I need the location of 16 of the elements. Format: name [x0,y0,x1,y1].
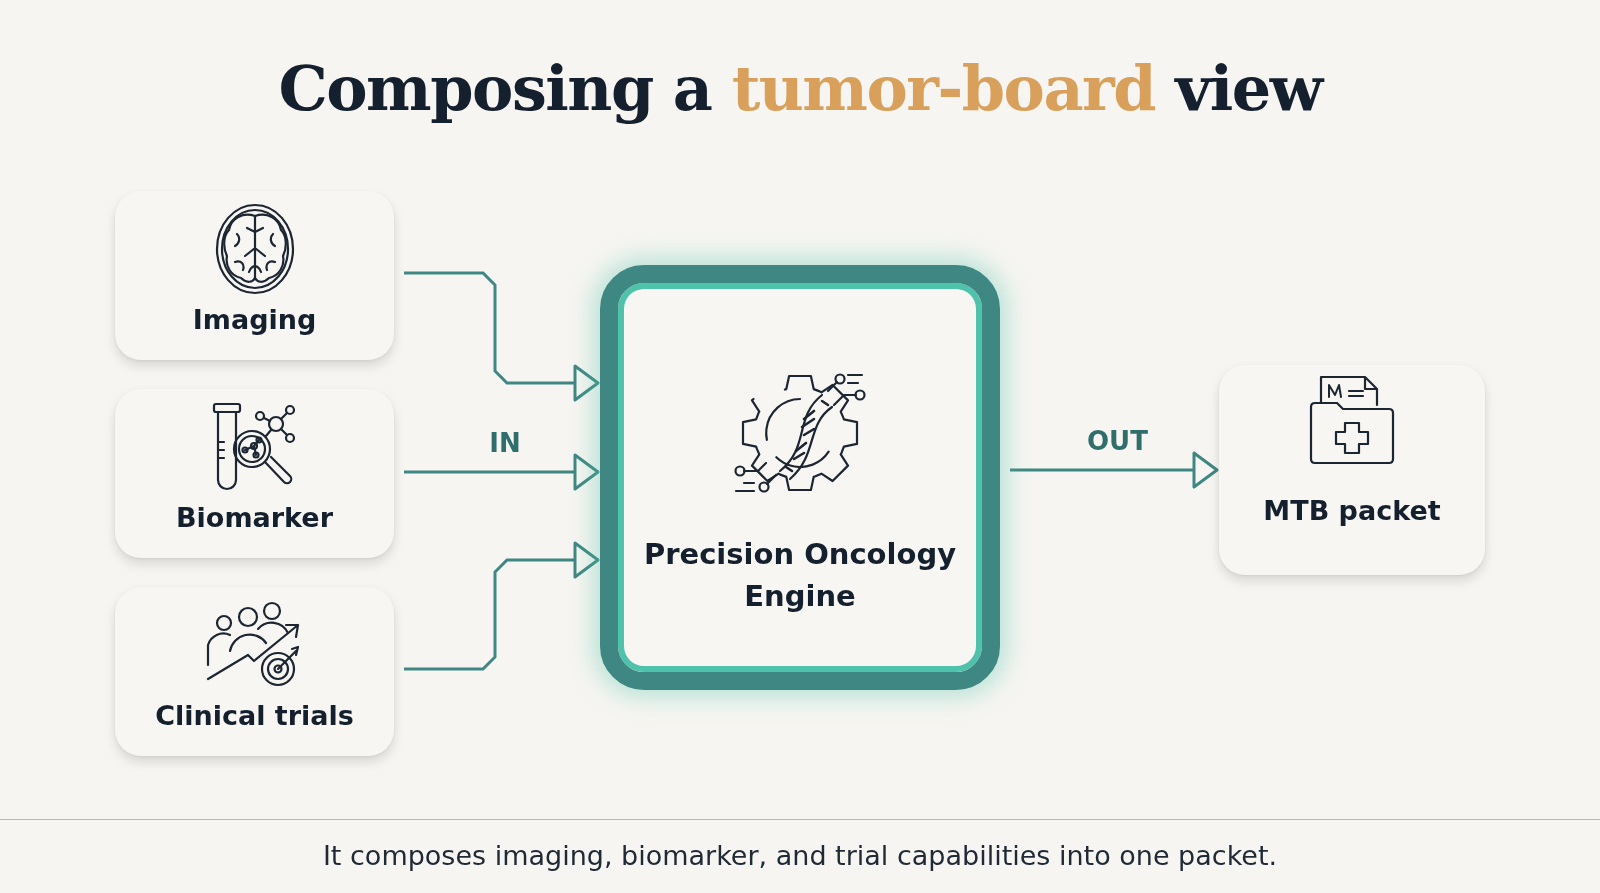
arrow [1010,451,1219,489]
node-label: Imaging [191,303,318,337]
source-card [115,587,394,756]
node-label: Precision Oncology Engine [642,536,958,616]
arrow [404,453,600,491]
source-card [1219,365,1485,575]
source-card [115,191,394,360]
node-label: MTB packet [1262,494,1442,528]
caption: It composes imaging, biomarker, and trial capabilities into one packet. [321,840,1279,871]
node-label: Clinical trials [154,699,355,733]
engine-box [600,265,1000,690]
node-label: Biomarker [175,501,334,535]
source-card [115,389,394,558]
arrow [404,541,600,671]
arrow [404,271,600,402]
title: Composing a tumor-board view [277,52,1325,125]
